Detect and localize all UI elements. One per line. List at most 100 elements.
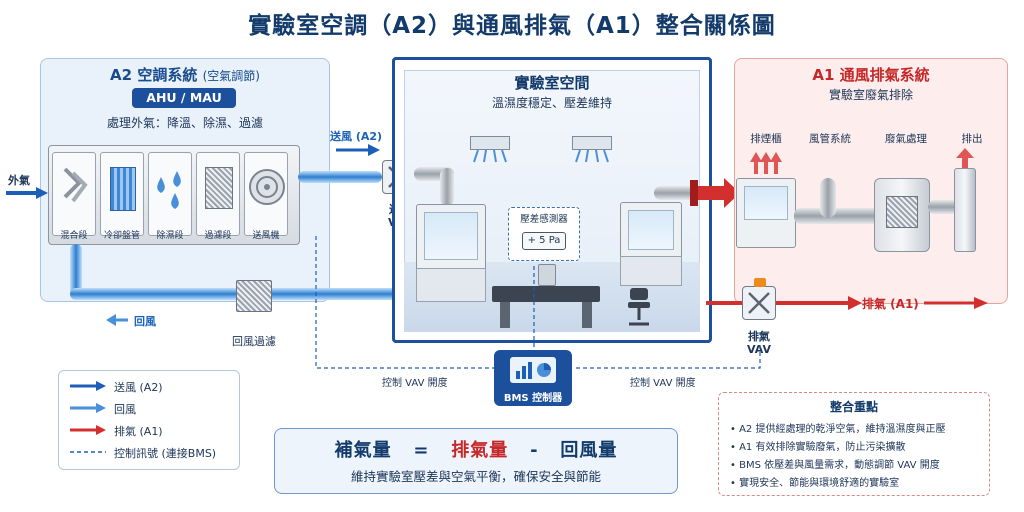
lab-title: 實驗室空間 <box>514 74 590 92</box>
exhaust-outlet-arrow <box>690 178 740 208</box>
formula-subtitle: 維持實驗室壓差與空氣平衡，確保安全與節能 <box>350 469 601 484</box>
fume-hood-label: 排煙櫃 <box>750 133 782 145</box>
legend-exhaust: 排氣 (A1) <box>114 425 163 438</box>
duct-system-label: 風管系統 <box>809 133 851 145</box>
formula-equals: = <box>413 440 430 461</box>
cooling-coil-label: 冷卻盤管 <box>103 231 140 241</box>
return-duct <box>70 288 400 300</box>
integration-notes <box>718 392 990 496</box>
bms-control-lines <box>315 236 761 369</box>
note-item: • 實現安全、節能與環境舒適的實驗室 <box>730 478 900 489</box>
balance-formula: 補氣量 = 排氣量 - 回風量 <box>274 436 678 462</box>
ahu-mau-badge: AHU / MAU <box>132 88 236 108</box>
note-item: • A2 提供經處理的乾淨空氣，維持溫濕度與正壓 <box>730 424 946 435</box>
outside-air-arrow <box>6 187 48 199</box>
note-text: BMS 依壓差與風量需求，動態調節 VAV 開度 <box>739 460 940 471</box>
left-control-label: 控制 VAV 開度 <box>382 378 448 389</box>
bms-label: BMS 控制器 <box>503 393 563 404</box>
blower-fan-icon <box>249 169 285 205</box>
exhaust-vav-damper[interactable] <box>742 278 776 320</box>
return-arrow <box>106 314 128 326</box>
supply-duct <box>298 171 382 183</box>
a1-title: A1 通風排氣系統 <box>812 66 930 84</box>
a2-title-text: A2 空調系統 <box>110 66 198 84</box>
exhaust-flow-label: 排氣 (A1) <box>862 297 919 311</box>
discharge-arrow-icon <box>956 148 974 168</box>
fan-label: 送風機 <box>252 231 280 241</box>
mixing-section <box>52 152 96 236</box>
note-text: 實現安全、節能與環境舒適的實驗室 <box>739 478 900 489</box>
dehumidify-label: 除濕段 <box>156 231 184 241</box>
formula-minus: - <box>530 440 539 461</box>
cooling-coil-section <box>100 152 144 236</box>
bar-chart-icon <box>516 362 551 379</box>
airflow-icon <box>575 150 609 163</box>
water-drop-icon <box>157 171 181 209</box>
biosafety-cabinet-base <box>620 256 682 286</box>
balance-formula-box <box>274 428 678 494</box>
note-text: A1 有效排除實驗廢氣，防止污染擴散 <box>739 442 906 453</box>
a1-subtitle: 實驗室廢氣排除 <box>828 88 913 102</box>
fan-section <box>244 152 288 236</box>
legend-control: 控制訊號 (連接BMS) <box>114 447 217 460</box>
a2-process-text: 處理外氣：降溫、除濕、過濾 <box>106 116 263 130</box>
biosafety-cabinet-sash <box>628 210 674 250</box>
a2-title: A2 空調系統 (空氣調節) <box>40 64 330 85</box>
lab-subtitle: 溫濕度穩定、壓差維持 <box>491 96 612 110</box>
exhaust-vav-label-line2: VAV <box>746 343 772 356</box>
airflow-icon <box>473 150 507 163</box>
lab-chair-icon <box>628 288 650 326</box>
cooling-coil-icon <box>110 167 136 211</box>
rising-smoke-icon <box>750 152 782 174</box>
pressure-sensor-label: 壓差感測器 <box>520 214 568 225</box>
exhaust-treatment-label: 廢氣處理 <box>885 133 927 145</box>
formula-return-air: 回風量 <box>560 440 618 461</box>
return-air-label: 回風 <box>134 315 156 328</box>
legend-return: 回風 <box>114 403 136 416</box>
vav-actuator-icon <box>754 278 766 287</box>
bench-leg-right <box>582 302 592 328</box>
mixing-damper-icon <box>63 167 88 203</box>
legend-supply: 送風 (A2) <box>114 381 163 394</box>
pressure-sensor-value: + 5 Pa <box>522 232 566 250</box>
lab-bench <box>492 286 600 302</box>
fume-hood-left-cabinet <box>416 268 486 302</box>
exhaust-vav-label: 排氣 VAV <box>742 330 776 356</box>
mixing-label: 混合段 <box>60 231 88 241</box>
dehumidify-section <box>148 152 192 236</box>
return-duct-vertical <box>70 244 82 296</box>
a1-fume-hood-sash <box>744 186 788 220</box>
supply-arrow <box>336 144 380 156</box>
return-filter-icon <box>236 280 272 312</box>
ceiling-diffuser-right <box>572 136 612 150</box>
note-text: A2 提供經處理的乾淨空氣，維持溫濕度與正壓 <box>739 424 946 435</box>
note-item: • A1 有效排除實驗廢氣，防止污染擴散 <box>730 442 906 453</box>
exhaust-line-left <box>706 301 742 305</box>
legend-swatches <box>70 381 106 453</box>
a1-duct-system <box>794 208 886 224</box>
formula-exhaust-air: 排氣量 <box>451 440 509 461</box>
right-control-label: 控制 VAV 開度 <box>630 378 696 389</box>
a1-duct-riser <box>820 178 836 218</box>
ceiling-diffuser-left <box>470 136 510 150</box>
discharge-label: 排出 <box>961 133 983 145</box>
balance-icon <box>538 264 556 286</box>
page-title: 實驗室空調（A2）與通風排氣（A1）整合關係圖 <box>248 13 776 39</box>
notes-title: 整合重點 <box>829 400 878 414</box>
formula-makeup-air: 補氣量 <box>334 440 392 461</box>
damper-blade-icon <box>748 292 770 314</box>
exhaust-flow-arrow <box>776 296 988 310</box>
exhaust-vav-label-line1: 排氣 <box>748 330 770 343</box>
a2-title-note: (空氣調節) <box>202 69 260 83</box>
filter-label: 過濾段 <box>204 231 232 241</box>
hood-duct-left-vertical <box>440 168 454 206</box>
scrubber-filter-icon <box>886 196 918 228</box>
note-item: • BMS 依壓差與風量需求，動態調節 VAV 開度 <box>730 460 940 471</box>
bench-leg-left <box>500 302 510 328</box>
supply-arrow-label: 送風 (A2) <box>330 130 383 143</box>
filter-icon <box>205 167 233 209</box>
return-filter-label: 回風過濾 <box>232 335 276 348</box>
filter-section <box>196 152 240 236</box>
outside-air-label: 外氣 <box>8 174 30 187</box>
bms-screen <box>510 357 556 383</box>
